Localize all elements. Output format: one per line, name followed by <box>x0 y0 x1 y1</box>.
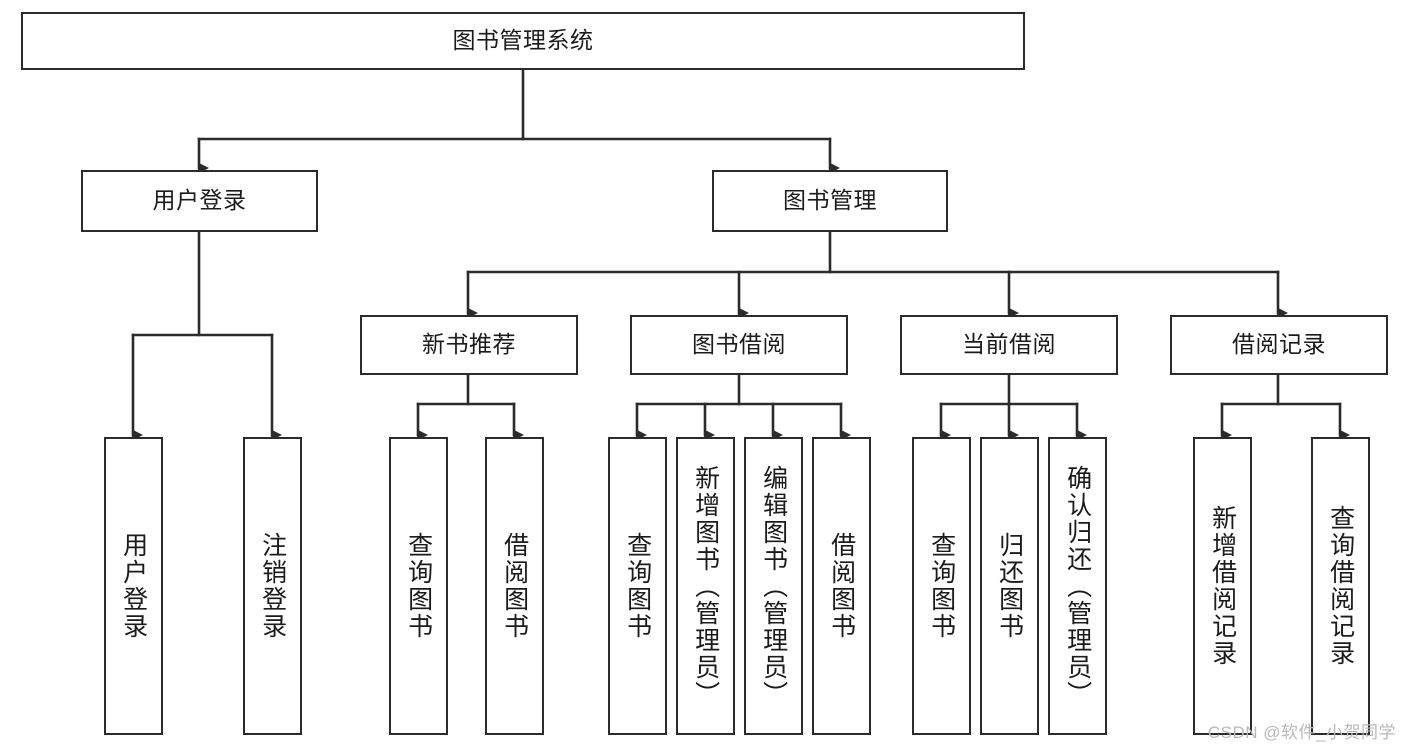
leaf-user-login[interactable]: 用户登录 <box>104 437 163 735</box>
leaf-query-borrow-record-label: 查询借阅记录 <box>1326 505 1355 667</box>
leaf-query-book-current[interactable]: 查询图书 <box>912 437 971 735</box>
node-book-management[interactable]: 图书管理 <box>712 170 948 232</box>
leaf-edit-book-admin-label: 编辑图书（管理员） <box>759 464 788 708</box>
leaf-borrow-book-label: 借阅图书 <box>827 532 856 640</box>
leaf-add-book-admin[interactable]: 新增图书（管理员） <box>676 437 735 735</box>
leaf-borrow-book[interactable]: 借阅图书 <box>812 437 871 735</box>
leaf-logout-label: 注销登录 <box>258 532 287 640</box>
leaf-return-book[interactable]: 归还图书 <box>980 437 1039 735</box>
node-book-borrow[interactable]: 图书借阅 <box>630 315 848 375</box>
leaf-add-borrow-record-label: 新增借阅记录 <box>1208 505 1237 667</box>
leaf-confirm-return-admin[interactable]: 确认归还（管理员） <box>1048 437 1107 735</box>
node-new-book-recommend-label: 新书推荐 <box>422 331 516 358</box>
leaf-confirm-return-admin-label: 确认归还（管理员） <box>1063 464 1092 708</box>
leaf-query-book-borrow[interactable]: 查询图书 <box>608 437 667 735</box>
leaf-query-book-borrow-label: 查询图书 <box>623 532 652 640</box>
node-user-login[interactable]: 用户登录 <box>81 170 318 232</box>
leaf-add-book-admin-label: 新增图书（管理员） <box>691 464 720 708</box>
leaf-query-book-newbook-label: 查询图书 <box>404 532 433 640</box>
leaf-query-book-newbook[interactable]: 查询图书 <box>389 437 448 735</box>
node-book-borrow-label: 图书借阅 <box>692 331 786 358</box>
node-borrow-records-label: 借阅记录 <box>1232 331 1326 358</box>
leaf-query-book-current-label: 查询图书 <box>927 532 956 640</box>
leaf-query-borrow-record[interactable]: 查询借阅记录 <box>1311 437 1370 735</box>
leaf-user-login-label: 用户登录 <box>119 532 148 640</box>
node-root-label: 图书管理系统 <box>452 27 594 54</box>
node-root[interactable]: 图书管理系统 <box>21 12 1025 70</box>
leaf-borrow-book-newbook-label: 借阅图书 <box>500 532 529 640</box>
node-current-borrow-label: 当前借阅 <box>962 331 1056 358</box>
node-user-login-label: 用户登录 <box>152 187 247 214</box>
leaf-borrow-book-newbook[interactable]: 借阅图书 <box>485 437 544 735</box>
node-book-management-label: 图书管理 <box>783 187 877 214</box>
node-current-borrow[interactable]: 当前借阅 <box>900 315 1118 375</box>
leaf-logout[interactable]: 注销登录 <box>243 437 302 735</box>
leaf-return-book-label: 归还图书 <box>995 532 1024 640</box>
watermark: CSDN @软件_小贺同学 <box>1207 723 1396 742</box>
node-new-book-recommend[interactable]: 新书推荐 <box>360 315 578 375</box>
leaf-edit-book-admin[interactable]: 编辑图书（管理员） <box>744 437 803 735</box>
node-borrow-records[interactable]: 借阅记录 <box>1170 315 1388 375</box>
leaf-add-borrow-record[interactable]: 新增借阅记录 <box>1193 437 1252 735</box>
